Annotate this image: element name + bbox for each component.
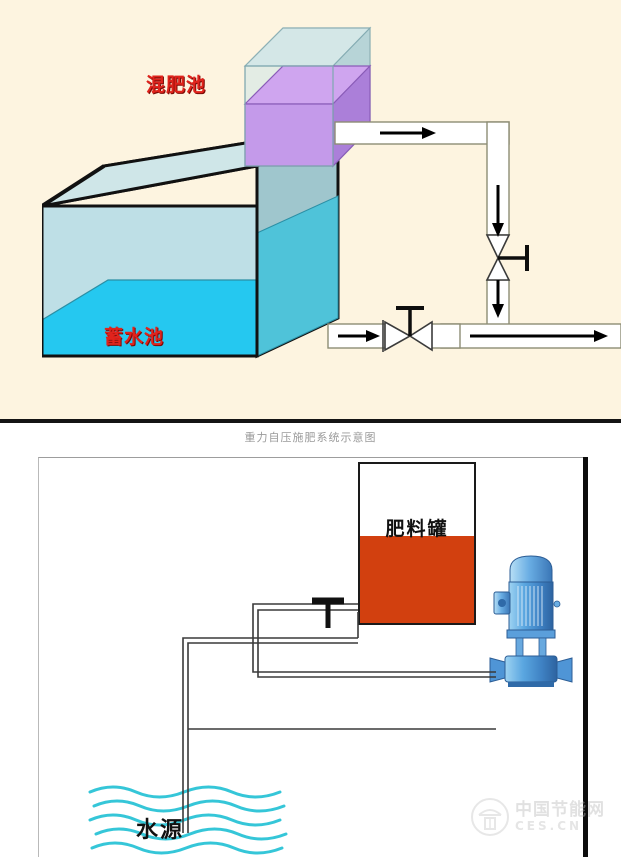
water-cistern-illustration xyxy=(42,128,342,393)
watermark: 中国节能网 CES.CN xyxy=(470,797,605,837)
gate-valve-vertical-symbol xyxy=(485,234,529,281)
gravity-system-diagram: 混肥池 蓄水池 xyxy=(0,0,621,419)
panel-divider xyxy=(0,419,621,423)
diagram-caption: 重力自压施肥系统示意图 xyxy=(244,431,377,444)
diagram-frame xyxy=(38,457,583,857)
watermark-en-text: CES.CN xyxy=(515,818,583,833)
flow-arrows xyxy=(338,127,608,342)
fertilizer-tank: 肥料罐 xyxy=(358,462,476,625)
water-waves xyxy=(88,785,288,855)
cistern-label: 蓄水池 xyxy=(104,326,165,348)
right-edge-bar xyxy=(583,457,588,857)
water-source-label: 水源 xyxy=(136,818,185,843)
watermark-cn-text: 中国节能网 xyxy=(515,799,605,820)
gate-valve-horizontal-symbol xyxy=(382,306,433,352)
mixing-tank-label: 混肥池 xyxy=(146,74,207,96)
mixing-tank-illustration xyxy=(205,18,375,188)
centrifugal-pump xyxy=(488,552,574,687)
top-piping-network xyxy=(327,121,621,352)
water-source-illustration xyxy=(88,780,288,857)
gate-logo-icon xyxy=(471,798,509,836)
fertilizer-liquid xyxy=(360,536,474,623)
fertilizer-tank-label: 肥料罐 xyxy=(385,518,449,540)
